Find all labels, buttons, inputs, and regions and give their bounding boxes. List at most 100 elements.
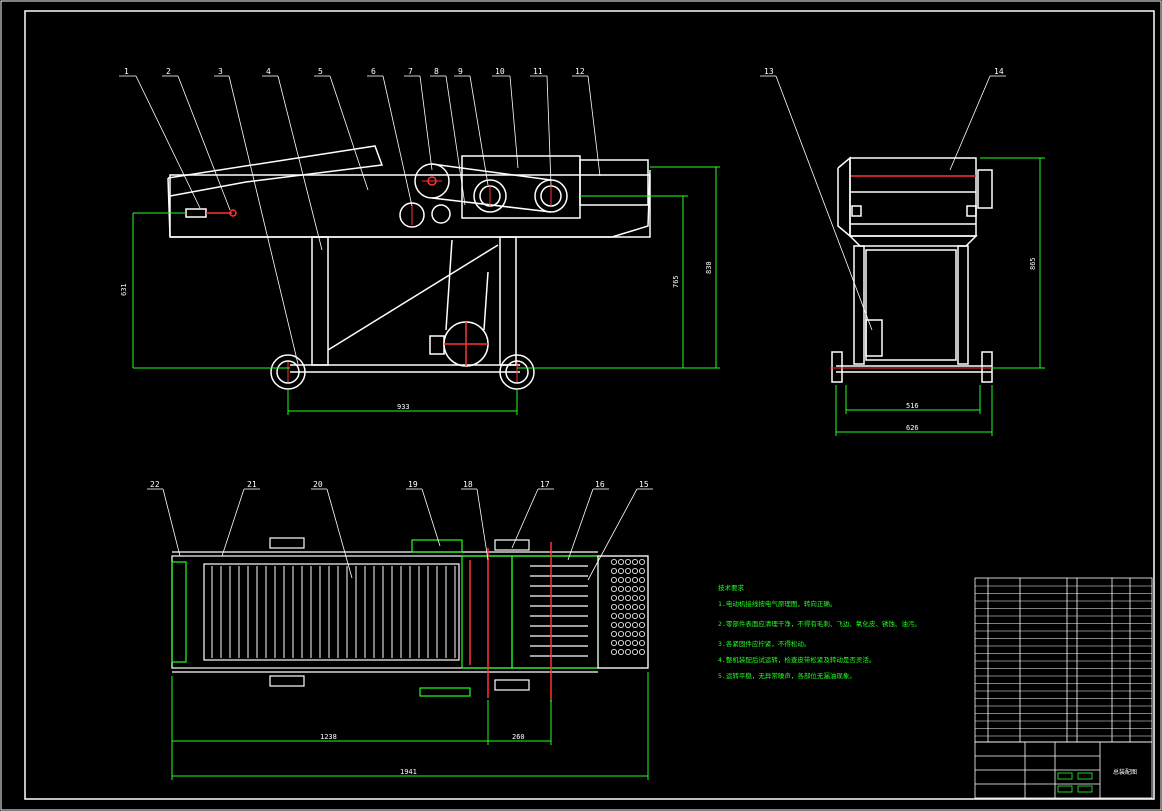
note-line-3: 3.各紧固件应拧紧，不得松动。: [718, 639, 810, 648]
outlet-hole: [625, 559, 632, 566]
outlet-hole: [632, 604, 639, 611]
outlet-hole: [618, 631, 625, 638]
outlet-hole: [618, 640, 625, 647]
part-label-11: 11: [533, 67, 543, 76]
outlet-hole: [639, 613, 646, 620]
outlet-hole: [632, 568, 639, 575]
outlet-hole: [632, 595, 639, 602]
outlet-hole: [632, 631, 639, 638]
outlet-hole: [611, 613, 618, 620]
part-label-16: 16: [595, 480, 605, 489]
part-label-21: 21: [247, 480, 257, 489]
title-block: [974, 741, 1153, 799]
outlet-hole: [639, 604, 646, 611]
part-label-12: 12: [575, 67, 585, 76]
note-line-4: 4.整机装配后试运转，检查皮带松紧及转动是否灵活。: [718, 655, 875, 664]
outlet-hole: [611, 604, 618, 611]
outlet-hole: [618, 568, 625, 575]
top-leaders: [147, 488, 653, 581]
outlet-hole: [618, 586, 625, 593]
part-label-9: 9: [458, 67, 463, 76]
side-view-dimensions: [835, 157, 1045, 436]
front-view-centerlines: [287, 180, 552, 382]
outlet-hole: [618, 604, 625, 611]
outlet-hole: [618, 577, 625, 584]
part-label-10: 10: [495, 67, 505, 76]
side-view: [831, 156, 993, 383]
part-label-20: 20: [313, 480, 323, 489]
outlet-hole: [611, 595, 618, 602]
outlet-hole: [611, 631, 618, 638]
outlet-hole: [632, 613, 639, 620]
top-view-grille: [211, 566, 456, 658]
top-view-dimensions: [171, 672, 649, 780]
part-label-8: 8: [434, 67, 439, 76]
outlet-hole: [625, 622, 632, 629]
part-label-7: 7: [408, 67, 413, 76]
top-view-shafts: [469, 542, 552, 702]
outlet-hole: [639, 649, 646, 656]
dim-631: 631: [120, 283, 128, 296]
outlet-hole: [639, 568, 646, 575]
outlet-hole: [625, 649, 632, 656]
outlet-hole: [639, 631, 646, 638]
outlet-hole: [639, 640, 646, 647]
dim-1941: 1941: [400, 768, 417, 776]
outlet-hole: [611, 640, 618, 647]
outlet-hole: [618, 613, 625, 620]
dim-865: 865: [1029, 257, 1037, 270]
outlet-hole: [639, 559, 646, 566]
outlet-hole: [625, 568, 632, 575]
outlet-hole: [611, 586, 618, 593]
part-label-17: 17: [540, 480, 550, 489]
title-block-title: 总装配图: [1113, 768, 1137, 776]
outlet-hole: [611, 559, 618, 566]
side-leaders: [760, 75, 1006, 331]
parts-list: [974, 577, 1153, 743]
part-label-5: 5: [318, 67, 323, 76]
outlet-hole: [632, 622, 639, 629]
part-label-3: 3: [218, 67, 223, 76]
part-label-15: 15: [639, 480, 649, 489]
outlet-hole: [611, 568, 618, 575]
part-label-14: 14: [994, 67, 1004, 76]
top-view: [171, 537, 649, 697]
top-labels: 22 21 20 19 18 17 16 15: [150, 480, 649, 489]
note-line-2: 2.零部件表面应清理干净，不得有毛刺、飞边、氧化皮、锈蚀、油污。: [718, 619, 921, 628]
front-leaders: [119, 75, 601, 365]
outlet-hole: [625, 586, 632, 593]
outlet-hole: [639, 586, 646, 593]
outlet-hole: [618, 649, 625, 656]
part-label-22: 22: [150, 480, 160, 489]
outlet-hole: [618, 622, 625, 629]
outlet-hole: [625, 631, 632, 638]
part-label-1: 1: [124, 67, 129, 76]
part-label-2: 2: [166, 67, 171, 76]
part-label-6: 6: [371, 67, 376, 76]
dim-1238: 1238: [320, 733, 337, 741]
outlet-hole: [632, 649, 639, 656]
outlet-hole: [625, 577, 632, 584]
outlet-hole: [632, 559, 639, 566]
outlet-hole: [639, 595, 646, 602]
dim-830: 830: [705, 261, 713, 274]
outlet-hole: [632, 586, 639, 593]
outlet-hole: [611, 577, 618, 584]
note-line-1: 1.电动机接线按电气原理图，转向正确。: [718, 599, 836, 608]
outlet-hole: [625, 613, 632, 620]
parts-list-rows: [975, 585, 1152, 737]
dim-626: 626: [906, 424, 919, 432]
outlet-hole: [625, 595, 632, 602]
outlet-hole: [611, 622, 618, 629]
dim-765: 765: [672, 275, 680, 288]
outlet-hole: [639, 577, 646, 584]
outlet-hole: [639, 622, 646, 629]
dim-516: 516: [906, 402, 919, 410]
dim-260: 260: [512, 733, 525, 741]
outlet-hole: [611, 649, 618, 656]
part-label-13: 13: [764, 67, 774, 76]
front-view: [167, 145, 651, 390]
inner-frame: [24, 10, 1155, 800]
